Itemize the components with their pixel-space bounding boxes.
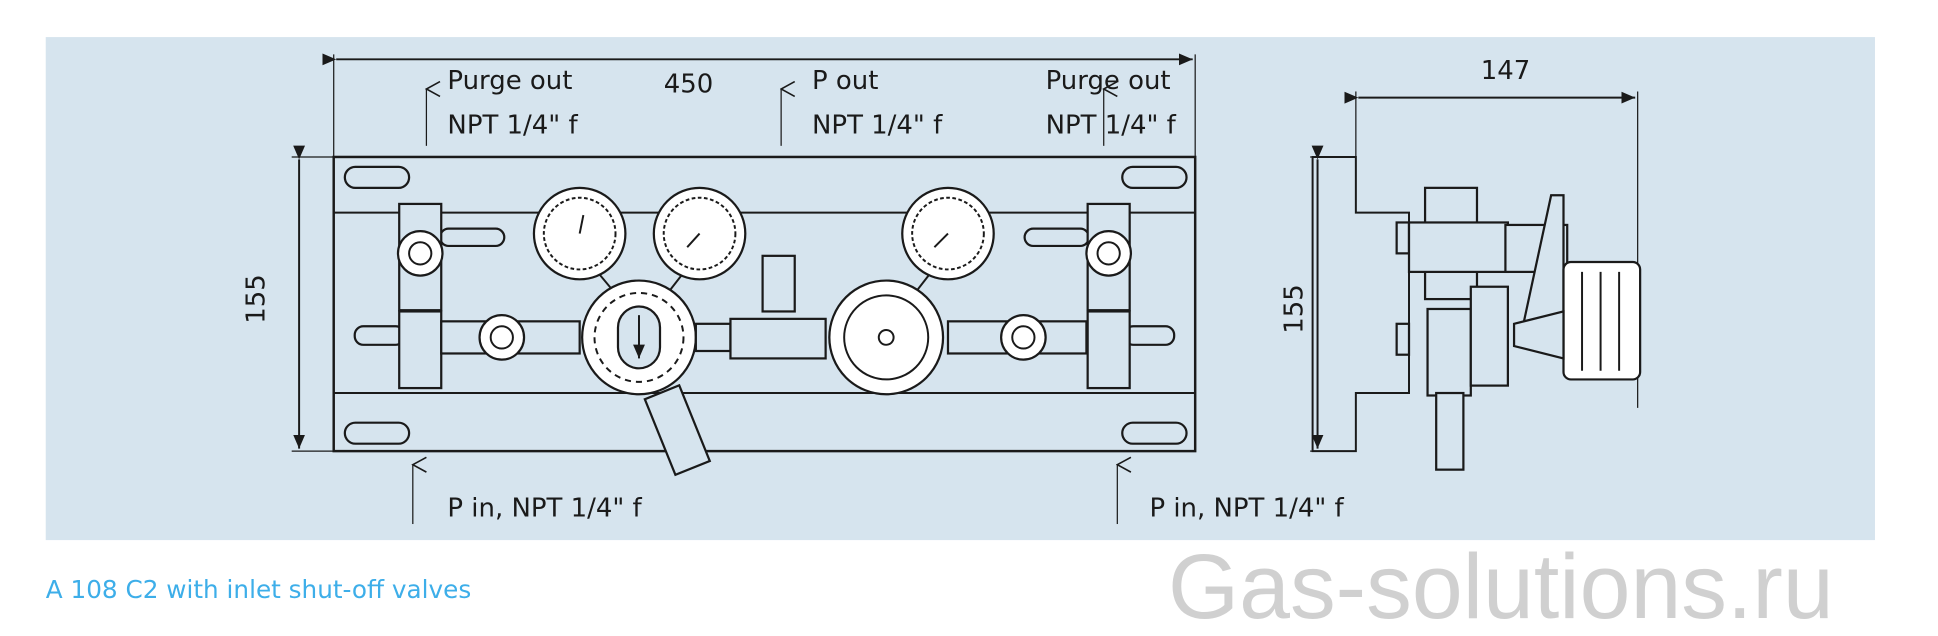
bracket-profile	[1311, 155, 1410, 453]
height-dimension: 155	[241, 274, 271, 324]
p-in-left: P in, NPT 1/4" f	[447, 494, 642, 524]
purge-out-right-thread: NPT 1/4" f	[1046, 110, 1177, 140]
width-dimension: 450	[664, 70, 714, 100]
purge-valve-right	[1023, 202, 1133, 312]
front-view: 450 155	[241, 53, 1345, 525]
inlet-valve-right	[946, 310, 1176, 390]
p-in-right: P in, NPT 1/4" f	[1149, 494, 1344, 524]
pressure-gauge	[532, 186, 627, 298]
p-out-thread: NPT 1/4" f	[812, 110, 943, 140]
mounting-slot	[343, 421, 411, 445]
pressure-gauge	[901, 186, 995, 298]
mounting-slot	[343, 165, 411, 189]
regulator-left	[581, 279, 712, 477]
inlet-stem	[1435, 391, 1465, 471]
p-out-title: P out	[812, 66, 878, 96]
regulator-right	[828, 279, 945, 396]
purge-out-left-title: Purge out	[447, 66, 572, 96]
mounting-slot	[1121, 165, 1188, 189]
handwheel	[1562, 260, 1642, 381]
purge-out-left-thread: NPT 1/4" f	[447, 110, 578, 140]
mounting-slot	[1121, 421, 1188, 445]
watermark: Gas-solutions.ru	[1168, 536, 1834, 636]
side-height-dimension: 155	[1280, 284, 1310, 334]
figure-caption: A 108 C2 with inlet shut-off valves	[46, 575, 472, 604]
inlet-valve-left	[353, 310, 581, 390]
purge-out-right-title: Purge out	[1046, 66, 1171, 96]
connector	[694, 322, 732, 353]
purge-valve-left	[396, 202, 506, 312]
depth-dimension: 147	[1481, 56, 1531, 86]
outlet-fitting	[761, 254, 796, 313]
tee-fitting	[729, 317, 827, 360]
pressure-gauge	[652, 186, 747, 298]
side-view: 147 155	[1280, 56, 1642, 471]
